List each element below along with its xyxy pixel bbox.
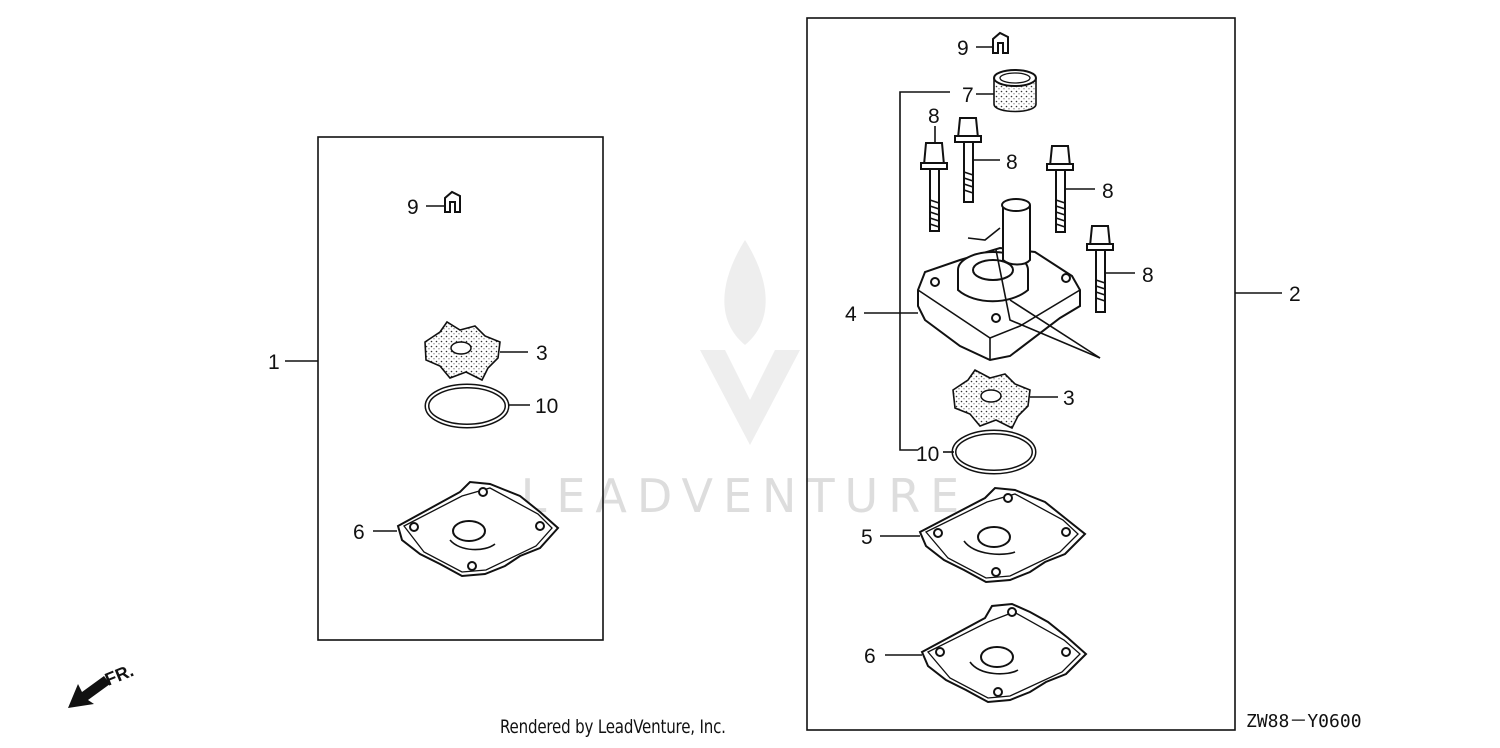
o-ring-part-icon-right — [951, 429, 1037, 475]
watermark-text: LEADVENTURE — [521, 469, 970, 523]
callout-right-5: 5 — [861, 526, 873, 549]
o-ring-part-icon — [424, 383, 510, 429]
front-arrow-icon: FR. — [68, 660, 136, 708]
clip-part-icon — [444, 190, 461, 213]
callout-right-6: 6 — [864, 645, 876, 668]
callout-right-8d: 8 — [1142, 264, 1154, 287]
callout-left-10: 10 — [535, 395, 558, 418]
callout-right-8a: 8 — [928, 105, 940, 128]
callout-right-7: 7 — [962, 84, 974, 107]
bolt-part-icon-a — [920, 142, 948, 232]
callout-1: 1 — [268, 351, 280, 374]
callout-right-9: 9 — [957, 37, 969, 60]
callout-right-8c: 8 — [1102, 180, 1114, 203]
bushing-part-icon — [993, 69, 1037, 113]
callout-right-4: 4 — [845, 303, 857, 326]
impeller-part-icon — [424, 320, 501, 382]
callout-left-9: 9 — [407, 196, 419, 219]
watermark-logo-icon — [700, 240, 800, 445]
impeller-part-icon-right — [952, 368, 1031, 430]
rendered-by-footer: Rendered by LeadVenture, Inc. — [500, 716, 726, 738]
callout-right-10: 10 — [916, 443, 939, 466]
bolt-part-icon-c — [1046, 145, 1074, 233]
bolt-part-icon-d — [1086, 225, 1114, 313]
drawing-code: ZW88－Y0600 — [1246, 711, 1362, 732]
callout-right-8b: 8 — [1006, 151, 1018, 174]
clip-part-icon-right — [992, 31, 1009, 54]
callout-left-3: 3 — [536, 342, 548, 365]
pump-housing-part-icon — [917, 198, 1101, 362]
bolt-part-icon-b — [954, 117, 982, 203]
callout-2: 2 — [1289, 283, 1301, 306]
callout-left-6: 6 — [353, 521, 365, 544]
front-label: FR. — [102, 660, 136, 689]
callout-right-3: 3 — [1063, 387, 1075, 410]
right-kit-box: 2 9 7 8 8 — [806, 17, 1301, 731]
gasket-plate-part-icon — [396, 480, 560, 578]
gasket-plate-part-icon-right-5 — [918, 486, 1087, 584]
gasket-plate-part-icon-right-6 — [920, 602, 1088, 704]
left-kit-box: 1 9 3 10 — [268, 136, 604, 641]
